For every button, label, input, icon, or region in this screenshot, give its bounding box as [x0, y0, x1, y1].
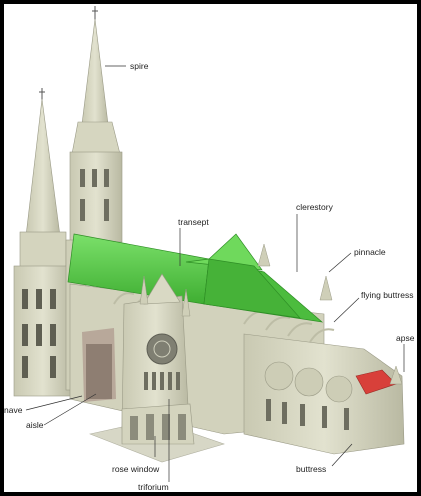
- transept-facade: [121, 273, 195, 445]
- transept-pinnacles: [139, 243, 333, 317]
- label-pinnacle: pinnacle: [354, 247, 386, 257]
- label-triforium: triforium: [138, 482, 169, 492]
- cathedral-diagram: spire transept clerestory pinnacle flyin…: [4, 4, 417, 492]
- rose-window-shape: [146, 333, 178, 365]
- label-nave: nave: [4, 405, 23, 415]
- label-spire: spire: [130, 61, 149, 71]
- label-transept: transept: [178, 217, 209, 227]
- label-flying-buttress: flying buttress: [361, 290, 414, 300]
- label-buttress: buttress: [296, 464, 327, 474]
- green-roof: [67, 233, 324, 323]
- label-clerestory: clerestory: [296, 202, 333, 212]
- label-rose-window: rose window: [112, 464, 160, 474]
- label-apse: apse: [396, 333, 415, 343]
- left-spire: [19, 88, 67, 273]
- leader-lines: [25, 65, 405, 482]
- cathedral-illustration: [13, 6, 405, 482]
- label-aisle: aisle: [26, 420, 44, 430]
- tall-spire: [69, 6, 123, 243]
- choir-apse: [243, 333, 405, 455]
